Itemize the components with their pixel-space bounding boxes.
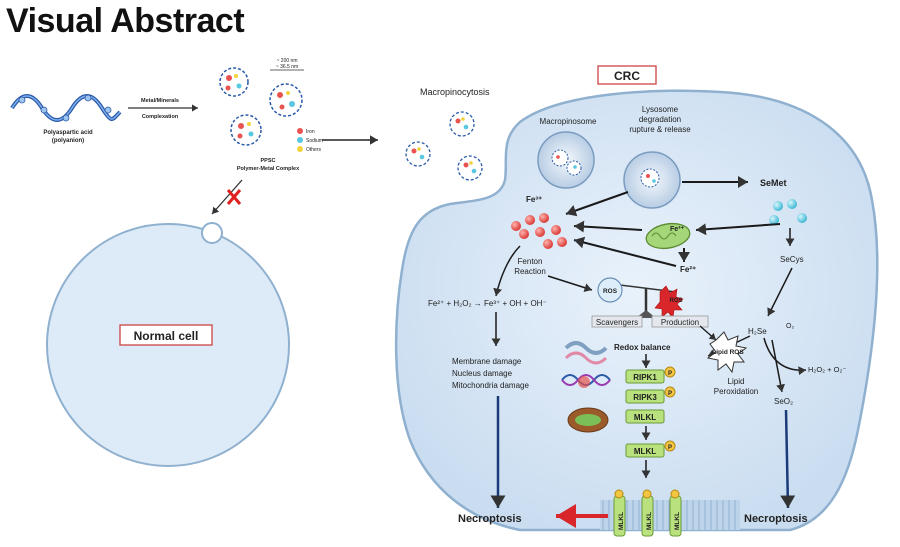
production-label: Production [661,318,699,327]
ripk3-label: RIPK3 [633,393,657,402]
mlkl-label-2: MLKL [634,447,656,456]
h2o2-label: H₂O₂ + O₂⁻ [808,365,846,374]
ppsc-particle [219,67,249,97]
normal-cell-invagination [201,222,223,244]
macropinosome-particle [551,149,569,167]
damaged-mitochondria-icon [567,407,609,433]
h2se-label: H₂Se [748,327,767,336]
semet-to-mito-arrow [695,223,781,236]
blocked-x-icon [226,189,242,205]
crc-cell [394,89,879,532]
mlkl-phospho-label: P [668,445,672,451]
fe2-to-iron-arrow [573,236,677,267]
fenton-label-1: Fenton [518,257,543,266]
redox-balance-label: Redox balance [614,343,671,352]
ripk1-label: RIPK1 [633,373,657,382]
membrane-damage-label: Membrane damage [452,357,522,366]
fe3-top-label: Fe³⁺ [526,195,542,204]
ppsc-particle [269,83,303,117]
polymer-strand [10,94,122,122]
mito-damage-label: Mitochondria damage [452,381,529,390]
normal-cell-label-box [119,324,213,346]
mlkl-box-1 [625,409,665,424]
scavengers-box [591,315,643,328]
iron-to-equation-arrow [493,245,521,297]
mlkl-membrane-pore [613,489,682,537]
fenton-label-2: Reaction [514,267,546,276]
mlkl-pore-label-1: MLKL [618,512,625,530]
ripk1-phospho-icon [664,366,676,378]
seo2-label: SeO₂ [774,397,793,406]
composition-legend: Iron Sodium Others [297,128,323,153]
macropinocytosis-label: Macropinocytosis [420,87,490,97]
ros-production-label: ROS [669,298,682,304]
blocked-arrow [211,179,243,215]
mlkl-label-1: MLKL [634,413,656,422]
ppsc-sublabel: Polymer-Metal Complex [237,166,300,172]
complexation-label-1: Metal/Minerals [141,98,179,104]
lipid-ros-burst-icon [706,331,748,374]
lysosome-particle [640,168,660,188]
h2se-to-seo2-arrow [771,339,786,393]
dna-damage-icon [561,374,611,388]
iron-ions [511,213,567,249]
ripk3-box [625,389,665,404]
crc-label-box [597,65,657,85]
ripk1-box [625,369,665,384]
extracellular-ppsc [405,111,483,181]
h2se-to-h2o2-arrow [763,337,807,376]
fenton-equation: Fe²⁺ + H₂O₂ → Fe³⁺ + OH + OH⁻ [428,299,547,308]
ppsc-label: PPSC [261,158,276,164]
lysosome-label-3: rupture & release [629,125,691,134]
ripk1-phospho-label: P [668,371,672,377]
lysosome-label-2: degradation [639,115,681,124]
macropinosome-label: Macropinosome [540,117,597,126]
size-label-2: ~ 36.5 nm [276,64,298,70]
complexation-label-2: Complexation [142,114,179,120]
mlkl-pore-label-3: MLKL [674,512,681,530]
page-title: Visual Abstract [6,2,245,40]
semet-label: SeMet [760,178,787,188]
mitochondrion-icon [645,222,691,250]
mlkl-phospho-icon [664,440,676,452]
semet-molecules [769,199,807,225]
legend-iron: Iron [306,129,315,135]
normal-cell-label: Normal cell [134,329,199,343]
mlkl-box-2 [625,443,665,458]
ripk3-phospho-icon [664,386,676,398]
fenton-to-ros-arrow [547,275,593,293]
o2-label: O₂ [786,323,794,330]
fe2-label: Fe²⁺ [680,265,696,274]
mlkl-pore-label-2: MLKL [646,512,653,530]
polymer-label: Polyaspartic acid [43,130,93,136]
ppsc-particle [230,114,262,146]
necroptosis-right-label: Necroptosis [744,513,808,525]
lysosome-to-iron-arrow [565,191,629,217]
necroptosis-left-label: Necroptosis [458,513,522,525]
mito-to-iron-arrow [573,220,643,233]
lipid-peroxidation-label-2: Peroxidation [714,387,758,396]
production-to-lipid-arrow [699,325,717,341]
legend-others: Others [306,147,322,153]
crc-label: CRC [614,69,640,83]
membrane-damage-icon [564,341,608,365]
production-box [651,315,709,328]
fe3-mito-label: Fe³⁺ [670,226,685,233]
seo2-to-necroptosis-arrow [780,409,796,509]
ros-balance-icon [597,277,684,319]
scavengers-label: Scavengers [596,318,638,327]
ros-label: ROS [603,288,618,295]
lipid-ros-label: Lipid ROS [712,349,744,356]
secys-label: SeCys [780,255,804,264]
ripk3-phospho-label: P [668,391,672,397]
polymer-sublabel: (polyanion) [52,138,84,144]
lysosome-label-1: Lysosome [642,105,679,114]
legend-sodium: Sodium [306,138,323,144]
lipid-peroxidation-label-1: Lipid [728,377,745,386]
size-label-1: ~ 200 nm [277,58,298,64]
nucleus-damage-label: Nucleus damage [452,369,513,378]
secys-to-h2se-arrow [767,267,793,317]
